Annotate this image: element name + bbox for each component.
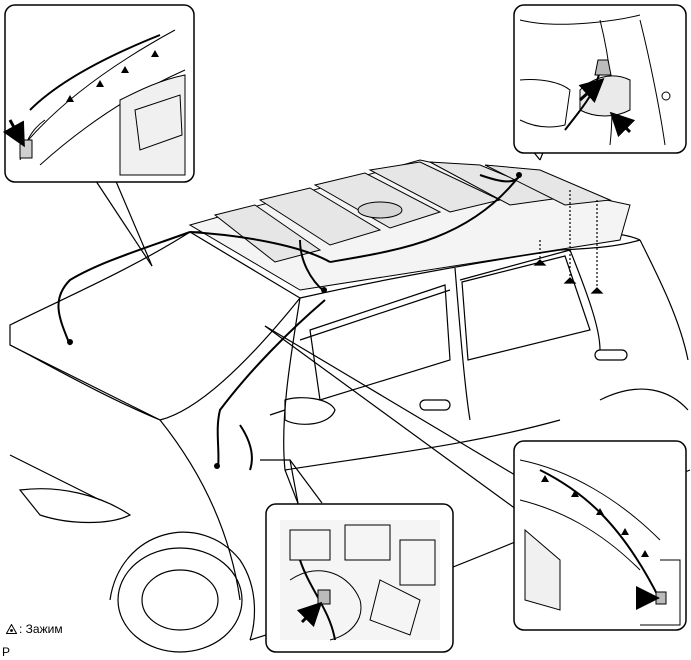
page-letter: P xyxy=(2,645,11,659)
clip-markers xyxy=(67,172,522,469)
legend: : Зажим xyxy=(6,622,63,636)
arrow-icon xyxy=(578,77,605,103)
airbag-wire-harness xyxy=(57,174,521,471)
clip-symbols-detail-1 xyxy=(66,50,159,102)
clip-symbols-detail-4 xyxy=(541,475,649,557)
connector-icon xyxy=(594,59,612,76)
retaining-clips xyxy=(533,190,604,294)
clip-symbol-icon xyxy=(6,624,17,634)
leader-lines xyxy=(89,134,551,513)
detail-view-rear-roof-connector xyxy=(513,4,687,154)
detail-view-front-right-pillar xyxy=(513,440,687,631)
bolt-icon xyxy=(661,91,671,101)
detail-view-lower-dash-connector xyxy=(265,503,454,653)
connector-icon xyxy=(317,589,331,605)
arrow-icon xyxy=(2,119,25,148)
legend-text: : Зажим xyxy=(19,622,63,636)
roof-headliner xyxy=(188,159,631,291)
car-body xyxy=(9,227,691,653)
detail-view-front-left-pillar xyxy=(2,4,195,183)
arrow-icon xyxy=(296,601,323,628)
connector-icon xyxy=(655,591,667,605)
arrow-icon xyxy=(609,111,636,138)
